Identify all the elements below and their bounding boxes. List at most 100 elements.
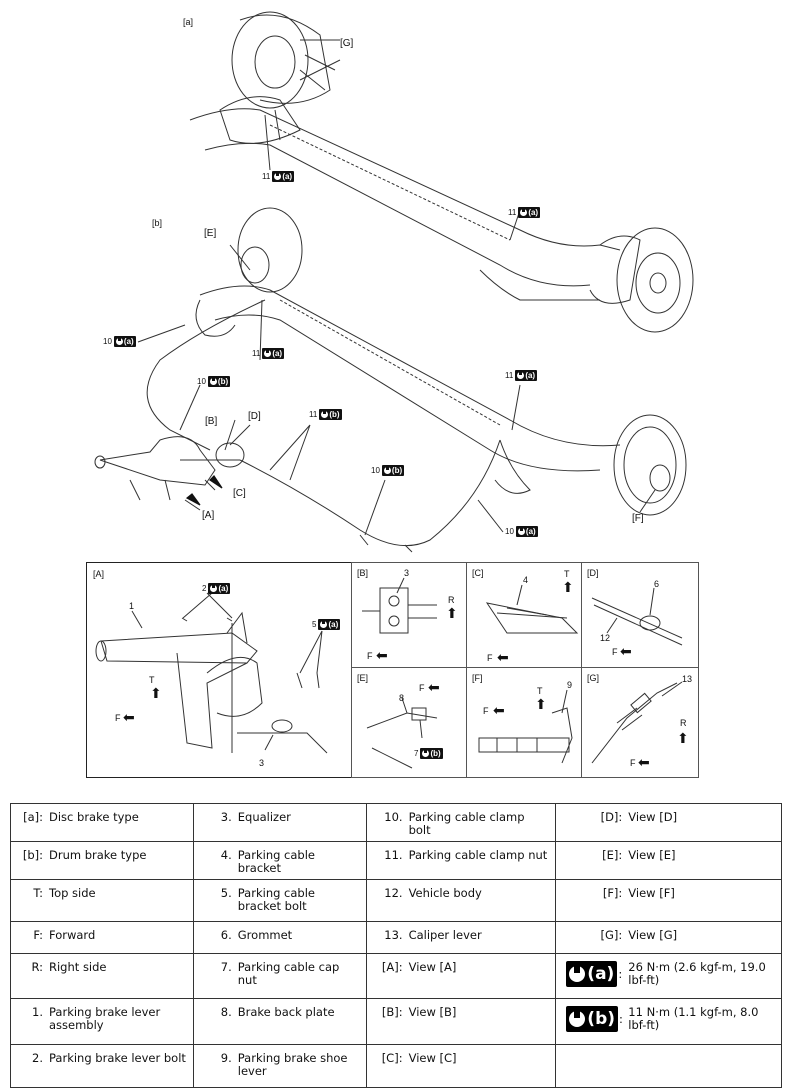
legend-cell [555,1044,782,1088]
label-4: 4 [523,575,529,585]
label-forward: F [367,651,373,661]
torque-wrench-icon: (a) [515,526,538,537]
legend-key: 8. [220,1005,232,1019]
legend-cell: [F]:View [F] [555,879,782,922]
legend-value: View [E] [628,848,676,862]
legend-key: 6. [220,928,232,942]
detail-c-title: [C] [472,568,484,578]
arrow-up-icon: ⬆ [150,685,162,701]
callout-11a-top: 11(a) [262,171,295,182]
legend-value: Drum brake type [49,848,147,862]
legend-value: Parking cable clamp nut [408,848,548,862]
legend-cell: [A]: View [A] [365,953,557,999]
arrow-left-icon: ⬅ [497,649,509,665]
detail-view-a: [A] 1 2(a) 5(a) 3 T ⬆ F ⬅ [86,562,353,778]
legend-key: R: [31,960,43,974]
torque-wrench-icon: (a) [208,583,231,594]
label-view-a: [A] [202,510,215,521]
legend-cell: 3. Equalizer [192,803,367,842]
label-3: 3 [404,568,410,578]
callout-2a: 2(a) [202,583,231,594]
arrow-left-icon: ⬅ [428,679,440,695]
legend-value: Brake back plate [237,1005,335,1019]
label-forward: F [612,647,618,657]
callout-11b: 11(b) [309,409,342,420]
legend-value: View [G] [628,928,678,942]
view-a-drawing [95,592,328,754]
legend-cell: 13. Caliper lever [365,921,557,954]
torque-wrench-icon: (a) [518,207,541,218]
legend-cell: [G]:View [G] [555,921,782,954]
legend-key: [F]: [602,886,623,900]
legend-key: 3. [220,810,232,824]
label-top: T [564,569,570,579]
label-1: 1 [129,601,135,611]
torque-wrench-icon: (a) [515,370,538,381]
arrow-up-icon: ⬆ [562,579,574,595]
label-top: T [149,675,155,685]
detail-g-title: [G] [587,673,600,683]
legend-key: F: [33,928,43,942]
legend-cell: F:Forward [10,921,194,954]
arrow-left-icon: ⬅ [123,709,135,725]
label-forward: F [630,758,636,768]
legend-value: Parking cable bracket [237,848,315,875]
callout-5a: 5(a) [312,619,341,630]
torque-wrench-icon: (a) [318,619,341,630]
axle-diagram [94,11,694,553]
legend-value: Caliper lever [408,928,482,942]
view-c-drawing [485,584,579,634]
label-forward: F [487,653,493,663]
legend-key: [a]: [23,810,43,824]
legend-value: Parking cable cap nut [237,960,340,987]
legend-cell: [D]:View [D] [555,803,782,842]
arrow-up-icon: ⬆ [677,730,689,746]
label-top: T [537,686,543,696]
view-f-drawing [478,689,573,764]
legend-value: View [C] [408,1051,457,1065]
legend-value: 11 N·m (1.1 kgf-m, 8.0 lbf-ft) [628,1005,759,1032]
callout-10b-left: 10(b) [197,376,231,387]
label-right: R [448,595,455,605]
legend-cell: 1.Parking brake lever assembly [10,998,194,1045]
legend-cell: 10.Parking cable clamp bolt [365,803,557,842]
legend-key: [C]: [381,1051,403,1065]
legend-key: [D]: [600,810,623,824]
label-12: 12 [600,633,611,643]
legend-cell: (a):26 N·m (2.6 kgf-m, 19.0 lbf-ft) [555,953,782,999]
legend-cell: 7. Parking cable cap nut [192,953,367,999]
legend-key: [E]: [602,848,623,862]
legend-key: 13. [384,928,403,942]
label-view-e: [E] [204,228,217,239]
legend-value: Vehicle body [408,886,482,900]
legend-value: Parking cable bracket bolt [237,886,315,913]
torque-wrench-icon: (b) [420,748,443,759]
legend-value: View [A] [408,960,457,974]
legend-value: Parking brake shoe lever [237,1051,348,1078]
detail-a-title: [A] [93,569,105,579]
legend-cell: R:Right side [10,953,194,999]
legend-key: [A]: [381,960,403,974]
legend-row: 1.Parking brake lever assembly 8. Brake ba… [10,998,782,1045]
legend-key: T: [33,886,43,900]
label-9: 9 [567,680,573,690]
legend-value: View [B] [408,1005,457,1019]
label-forward: F [419,683,425,693]
detail-e-title: [E] [357,673,369,683]
callout-11a-lower-right: 11(a) [505,370,538,381]
legend-cell: 11. Parking cable clamp nut [365,841,557,880]
legend-value: Equalizer [237,810,291,824]
legend-cell: [b]:Drum brake type [10,841,194,880]
label-8: 8 [399,693,405,703]
detail-view-b: [B] 3 R ⬆ F ⬅ [351,562,468,669]
detail-f-title: [F] [472,673,483,683]
legend-key: 11. [384,848,403,862]
legend-key: 7. [220,960,232,974]
view-b-drawing [362,577,437,634]
legend-key: [B]: [381,1005,403,1019]
label-view-c: [C] [233,488,246,499]
callout-10a-left: 10(a) [103,336,136,347]
view-g-drawing [591,681,683,764]
